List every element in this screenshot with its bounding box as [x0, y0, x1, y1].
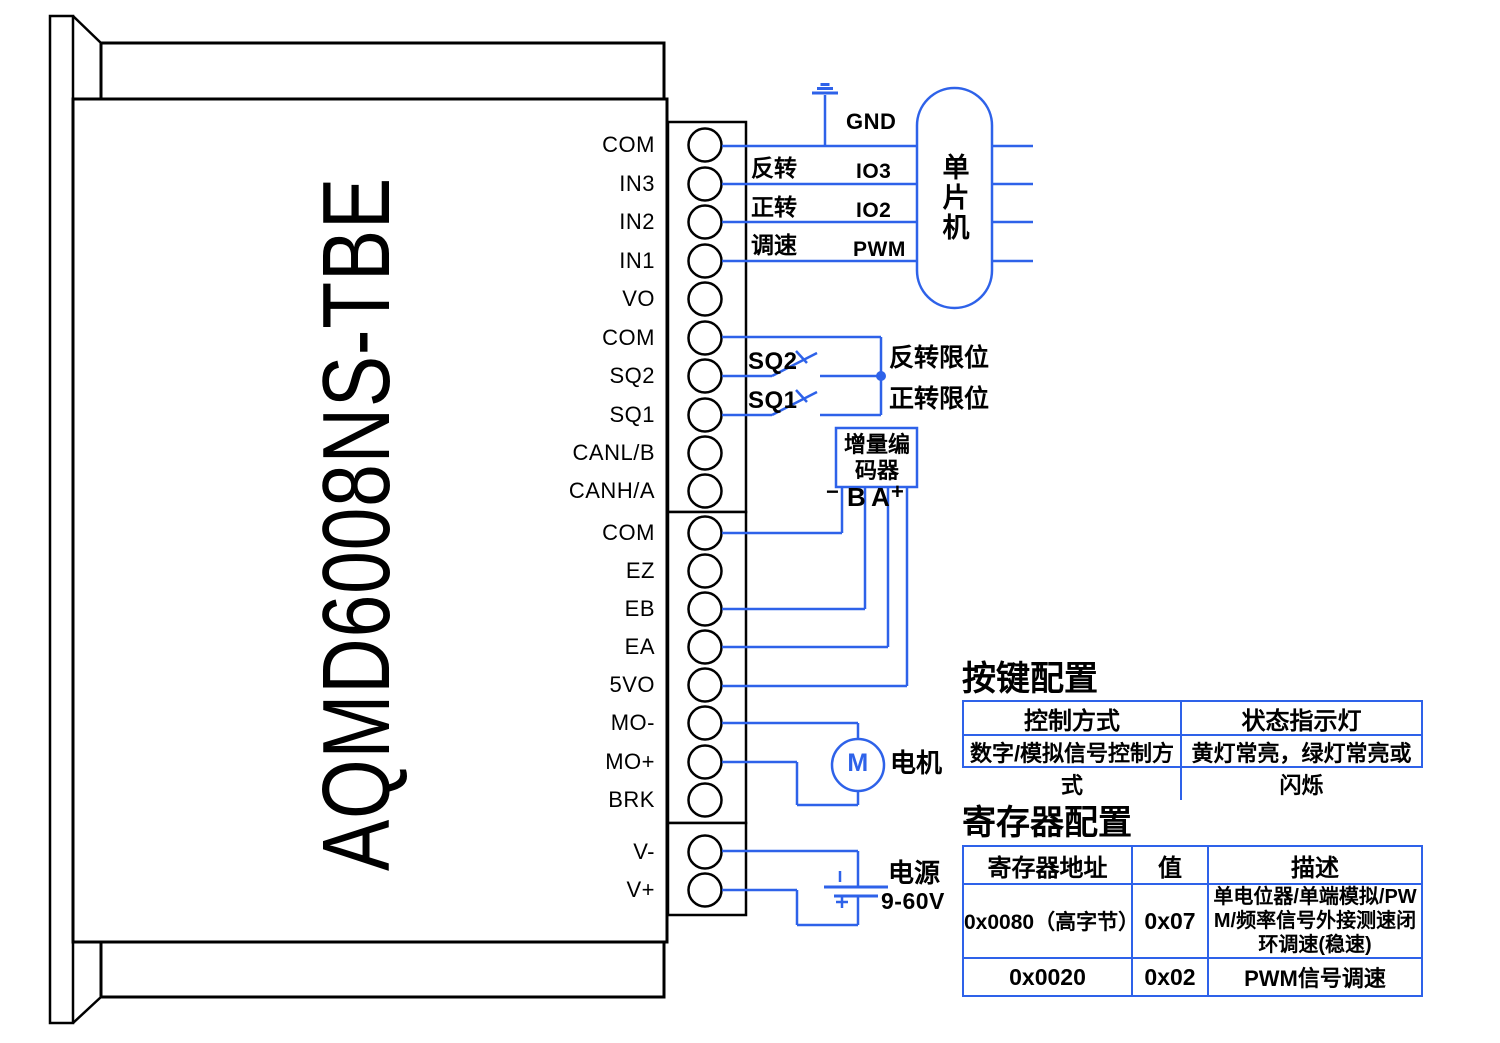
key-config-header-led: 状态指示灯: [1182, 702, 1421, 736]
register-row2-description: PWM信号调速: [1244, 966, 1386, 991]
speed-signal-label: 调速: [751, 232, 797, 258]
encoder-label: 增量编码器: [843, 432, 910, 483]
terminal-screws: [687, 127, 723, 908]
encoder-box: [834, 426, 919, 489]
ground-icon: [812, 83, 838, 146]
mounting-plate: [48, 14, 75, 1025]
wire-v-minus: [722, 849, 860, 887]
wire-junction-dot: [876, 371, 886, 381]
terminal-label-mo-plus: MO+: [605, 749, 655, 774]
register-header-description: 描述: [1209, 847, 1421, 885]
mcu-capsule: [915, 86, 994, 310]
reverse-signal-label: 反转: [751, 155, 797, 181]
register-row-1: 0x0080（高字节） 0x07 单电位器/单端模拟/PWM/频率信号外接测速闭…: [964, 885, 1421, 959]
motor-symbol: M: [847, 749, 869, 777]
terminal-label-in3: IN3: [619, 171, 655, 196]
terminal-label-v-minus: V-: [633, 839, 655, 864]
wires: [722, 83, 1033, 927]
terminal-label-ez: EZ: [625, 558, 655, 583]
encoder-pin-b: B: [847, 482, 867, 512]
top-flange: [99, 41, 666, 101]
wire-mo-minus: [722, 721, 860, 739]
register-header-address: 寄存器地址: [964, 847, 1133, 885]
terminal-label-com3: COM: [602, 520, 655, 545]
key-config-cell-control: 数字/模拟信号控制方式: [964, 736, 1182, 800]
terminal-label-canlb: CANL/B: [572, 440, 655, 465]
motor-label: 电机: [890, 748, 943, 778]
terminal-label-in1: IN1: [619, 248, 655, 273]
sq1-switch-label: SQ1: [748, 387, 798, 414]
terminal-label-com2: COM: [602, 325, 655, 350]
key-config-cell-led: 黄灯常亮，绿灯常亮或闪烁: [1191, 741, 1412, 798]
forward-signal-label: 正转: [751, 194, 797, 220]
encoder-pin-minus: −: [826, 479, 840, 504]
terminal-label-in2: IN2: [619, 209, 655, 234]
wire-eb-encoder-b: [722, 487, 867, 611]
reverse-limit-label: 反转限位: [889, 344, 990, 372]
device-chassis: [48, 14, 669, 1025]
terminal-label-com1: COM: [602, 132, 655, 157]
register-header-row: 寄存器地址 值 描述: [964, 847, 1421, 885]
register-row1-description: 单电位器/单端模拟/PWM/频率信号外接测速闭环调速(稳速): [1209, 885, 1421, 959]
io3-label: IO3: [856, 160, 892, 183]
register-row1-value: 0x07: [1133, 885, 1209, 959]
terminal-label-sq2: SQ2: [609, 363, 655, 388]
power-label: 电源: [888, 858, 941, 888]
bottom-flange: [99, 940, 666, 999]
terminal-label-vo: VO: [622, 286, 655, 311]
register-row-2: 0x0020 0x02 PWM信号调速: [964, 959, 1421, 995]
key-config-data-row: 数字/模拟信号控制方式 黄灯常亮，绿灯常亮或闪烁: [964, 736, 1421, 800]
terminal-label-brk: BRK: [608, 787, 655, 812]
register-config-title: 寄存器配置: [962, 804, 1132, 842]
register-header-value: 值: [1133, 847, 1209, 885]
gnd-label: GND: [846, 109, 897, 134]
pwm-label: PWM: [853, 238, 906, 261]
wire-5vo-encoder-plus: [722, 487, 909, 688]
key-config-header-control: 控制方式: [964, 702, 1182, 736]
wire-mo-plus: [722, 760, 860, 807]
mcu-label: 单片机: [942, 153, 970, 243]
plate-bottom-slant: [72, 996, 102, 1024]
terminal-label-v-plus: V+: [626, 877, 655, 902]
motor-circle: [830, 737, 886, 793]
limit-switch-sq2: [722, 350, 881, 378]
register-row2-value: 0x02: [1133, 959, 1209, 995]
terminal-label-mo-minus: MO-: [610, 710, 655, 735]
register-row2-address: 0x0020: [964, 959, 1133, 995]
io2-label: IO2: [856, 199, 892, 222]
plate-top-slant: [72, 15, 102, 44]
terminal-label-5vo: 5VO: [609, 672, 655, 697]
sq2-switch-label: SQ2: [748, 348, 798, 375]
wire-ea-encoder-a: [722, 487, 890, 649]
device-body: [71, 97, 669, 944]
terminal-strip: [666, 120, 748, 917]
key-config-header-row: 控制方式 状态指示灯: [964, 702, 1421, 736]
key-config-table: 控制方式 状态指示灯 数字/模拟信号控制方式 黄灯常亮，绿灯常亮或闪烁: [962, 700, 1423, 800]
terminal-label-ea: EA: [624, 634, 655, 659]
key-config-title: 按键配置: [962, 660, 1098, 698]
terminal-label-eb: EB: [624, 596, 655, 621]
forward-limit-label: 正转限位: [889, 385, 990, 413]
terminal-label-sq1: SQ1: [609, 402, 655, 427]
register-config-table: 寄存器地址 值 描述 0x0080（高字节） 0x07 单电位器/单端模拟/PW…: [962, 845, 1423, 997]
limit-switch-sq1: [722, 389, 881, 417]
device-model-title: AQMD6008NS-TBE: [303, 176, 410, 872]
battery-icon: [824, 871, 888, 908]
terminal-label-canha: CANH/A: [568, 478, 655, 503]
encoder-pin-a: A: [871, 482, 891, 512]
power-voltage: 9-60V: [881, 888, 945, 914]
wire-v-plus: [722, 888, 860, 927]
encoder-pin-plus: +: [891, 479, 905, 504]
register-row1-address: 0x0080（高字节）: [964, 885, 1139, 959]
wire-com-encoder-minus: [722, 487, 844, 535]
